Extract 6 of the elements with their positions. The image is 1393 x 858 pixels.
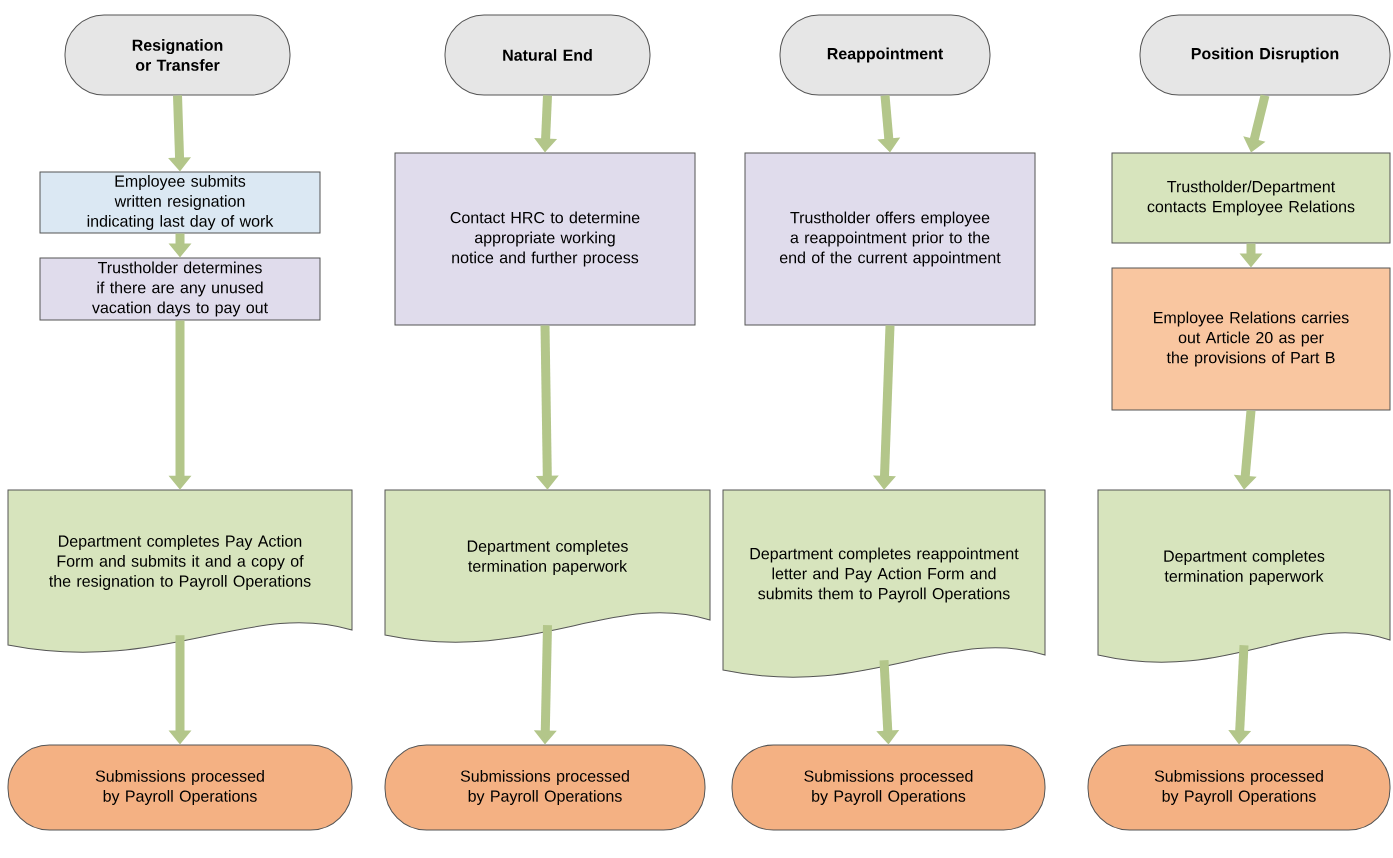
process-box: Trustholder/Department contacts Employee Relations <box>1111 152 1391 244</box>
process-box: Trustholder offers employee a reappointment prior to the end of the current appointment <box>744 152 1036 326</box>
process-box: Employee Relations carries out Article 20 as per the provisions of Part B <box>1111 267 1391 411</box>
process-box: Trustholder determines if there are any unused vacation days to pay out <box>39 257 321 321</box>
process-box: Contact HRC to determine appropriate working notice and further process <box>394 152 696 326</box>
process-box: Employee submits written resignation indicating last day of work <box>39 171 321 234</box>
